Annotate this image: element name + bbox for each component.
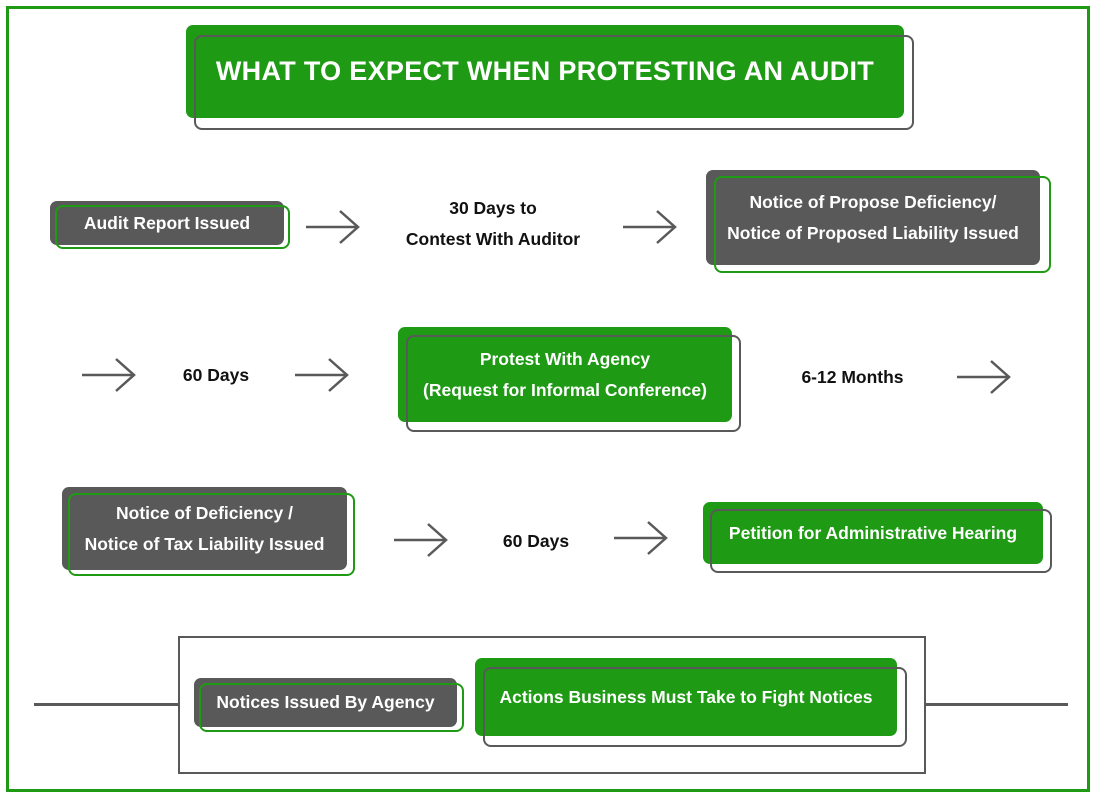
legend-frame [178,636,926,774]
arrow-icon [623,210,677,244]
contest-line-2: Contest With Auditor [405,229,581,249]
audit-report-issued-label: Audit Report Issued [83,212,251,233]
petition-hearing-label: Petition for Administrative Hearing [728,522,1018,543]
notice-deficiency-line-1: Notice of Deficiency / [116,502,293,523]
arrow-icon [82,358,136,392]
arrow-icon [295,358,349,392]
arrow-icon [394,523,448,557]
title-box: WHAT TO EXPECT WHEN PROTESTING AN AUDIT [186,25,904,118]
sixty-days-label-2: 60 Days [502,530,570,551]
legend-agency-label: Notices Issued By Agency [216,692,435,712]
legend-business-box: Actions Business Must Take to Fight Noti… [475,658,897,736]
notice-proposed-liability-box: Notice of Propose Deficiency/ Notice of … [706,170,1040,265]
months-label: 6-12 Months [801,366,904,387]
legend-line-left [34,703,178,706]
arrow-icon [957,360,1011,394]
legend-agency-box: Notices Issued By Agency [194,678,457,727]
sixty-days-label: 60 Days [182,364,250,385]
notice-proposed-line-2: Notice of Proposed Liability Issued [727,222,1019,243]
legend-business-label: Actions Business Must Take to Fight Noti… [499,686,873,707]
protest-with-agency-box: Protest With Agency (Request for Informa… [398,327,732,422]
notice-deficiency-line-2: Notice of Tax Liability Issued [84,533,325,554]
protest-line-2: (Request for Informal Conference) [423,379,707,400]
contest-line-1: 30 Days to [449,198,537,218]
petition-hearing-box: Petition for Administrative Hearing [703,502,1043,564]
notice-of-deficiency-box: Notice of Deficiency / Notice of Tax Lia… [62,487,347,570]
legend-line-right [926,703,1068,706]
audit-report-issued-box: Audit Report Issued [50,201,284,245]
title-text: WHAT TO EXPECT WHEN PROTESTING AN AUDIT [215,56,875,86]
notice-proposed-line-1: Notice of Propose Deficiency/ [749,191,997,212]
contest-with-auditor-label: 30 Days to Contest With Auditor [384,192,602,256]
protest-line-1: Protest With Agency [479,348,651,369]
arrow-icon [614,521,668,555]
arrow-icon [306,210,360,244]
diagram-frame [6,6,1090,792]
